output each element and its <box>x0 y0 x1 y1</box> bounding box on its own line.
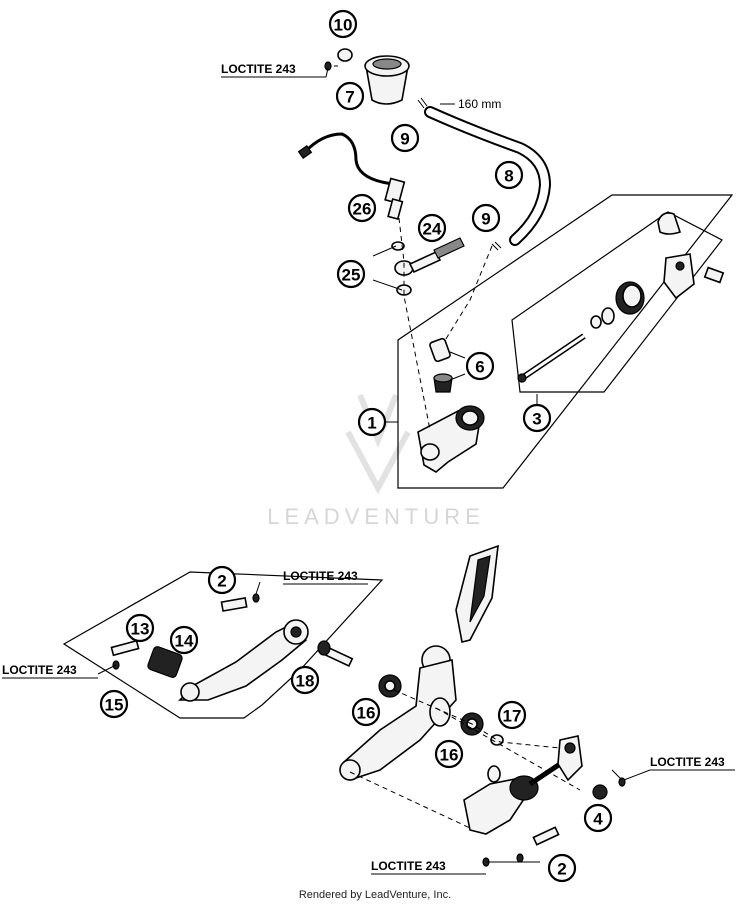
svg-text:13: 13 <box>131 620 150 639</box>
callout-16b: 16 <box>434 739 464 769</box>
foot-brake-lever <box>339 544 499 782</box>
assembly-frame-piston-kit <box>511 211 723 393</box>
sensor-cable <box>303 132 395 186</box>
clip <box>657 212 682 235</box>
clevis <box>663 253 725 300</box>
svg-text:15: 15 <box>105 696 124 715</box>
callout-26: 26 <box>347 193 377 223</box>
callout-15: 15 <box>99 689 129 719</box>
footer-credit: Rendered by LeadVenture, Inc. <box>298 889 452 901</box>
pedal-roller <box>147 646 183 678</box>
svg-text:24: 24 <box>423 220 442 239</box>
pedal-bolt <box>317 640 354 668</box>
banjo-fitting <box>391 237 465 296</box>
svg-text:4: 4 <box>593 810 603 829</box>
callout-7: 7 <box>335 81 365 111</box>
svg-text:2: 2 <box>557 860 566 879</box>
assembly-lines-upper <box>398 217 493 431</box>
callout-6: 6 <box>465 351 495 381</box>
svg-text:6: 6 <box>475 358 484 377</box>
svg-text:25: 25 <box>342 266 361 285</box>
loctite-label-pedal-tip: LOCTITE 243 <box>2 663 77 677</box>
nut <box>592 777 626 800</box>
svg-text:14: 14 <box>175 632 194 651</box>
callout-9b: 9 <box>471 203 501 233</box>
svg-text:17: 17 <box>503 707 522 726</box>
svg-text:3: 3 <box>532 410 541 429</box>
brake-pedal <box>178 619 309 702</box>
master-cylinder <box>417 405 485 473</box>
callout-13: 13 <box>125 613 155 643</box>
pressure-switch <box>384 177 406 221</box>
loctite-label-cylinder-screw: LOCTITE 243 <box>371 859 446 873</box>
hose-clamp <box>417 97 502 251</box>
callout-4: 4 <box>583 803 613 833</box>
assembly-lines-lower <box>349 689 581 829</box>
hose-length-label: 160 mm <box>458 97 501 111</box>
callout-25: 25 <box>336 259 366 289</box>
svg-text:1: 1 <box>367 414 376 433</box>
reservoir-screw <box>324 48 353 71</box>
svg-text:16: 16 <box>357 704 376 723</box>
rear-master-cylinder <box>463 735 583 835</box>
callout-16a: 16 <box>351 697 381 727</box>
callout-1: 1 <box>357 407 387 437</box>
svg-text:26: 26 <box>353 200 372 219</box>
callout-18: 18 <box>290 665 320 695</box>
cylinder-screw <box>482 826 560 867</box>
svg-text:7: 7 <box>345 88 354 107</box>
svg-text:2: 2 <box>217 572 226 591</box>
svg-text:18: 18 <box>296 672 315 691</box>
loctite-labels: LOCTITE 243 LOCTITE 243 LOCTITE 243 LOCT… <box>2 62 735 875</box>
callout-8: 8 <box>494 160 524 190</box>
svg-text:10: 10 <box>334 16 353 35</box>
fitting-kit <box>429 337 453 393</box>
assembly-frame-master-cylinder <box>397 194 734 489</box>
watermark-text: LEADVENTURE <box>267 504 485 529</box>
callout-24: 24 <box>417 213 447 243</box>
loctite-label-nut: LOCTITE 243 <box>650 755 725 769</box>
svg-text:16: 16 <box>440 746 459 765</box>
svg-text:9: 9 <box>400 130 409 149</box>
watermark: LEADVENTURE <box>267 393 485 529</box>
piston-seals <box>590 281 645 329</box>
callout-9a: 9 <box>390 123 420 153</box>
callout-17: 17 <box>497 700 527 730</box>
callout-2b: 2 <box>547 853 577 883</box>
callout-2a: 2 <box>207 565 237 595</box>
reservoir <box>364 55 410 105</box>
svg-text:9: 9 <box>481 210 490 229</box>
loctite-label-pedal: LOCTITE 243 <box>283 569 358 583</box>
loctite-label-reservoir: LOCTITE 243 <box>221 62 296 76</box>
callout-10: 10 <box>328 9 358 39</box>
svg-text:8: 8 <box>504 167 513 186</box>
callout-14: 14 <box>169 625 199 655</box>
callout-3: 3 <box>522 403 552 433</box>
piston-rod <box>517 333 586 383</box>
